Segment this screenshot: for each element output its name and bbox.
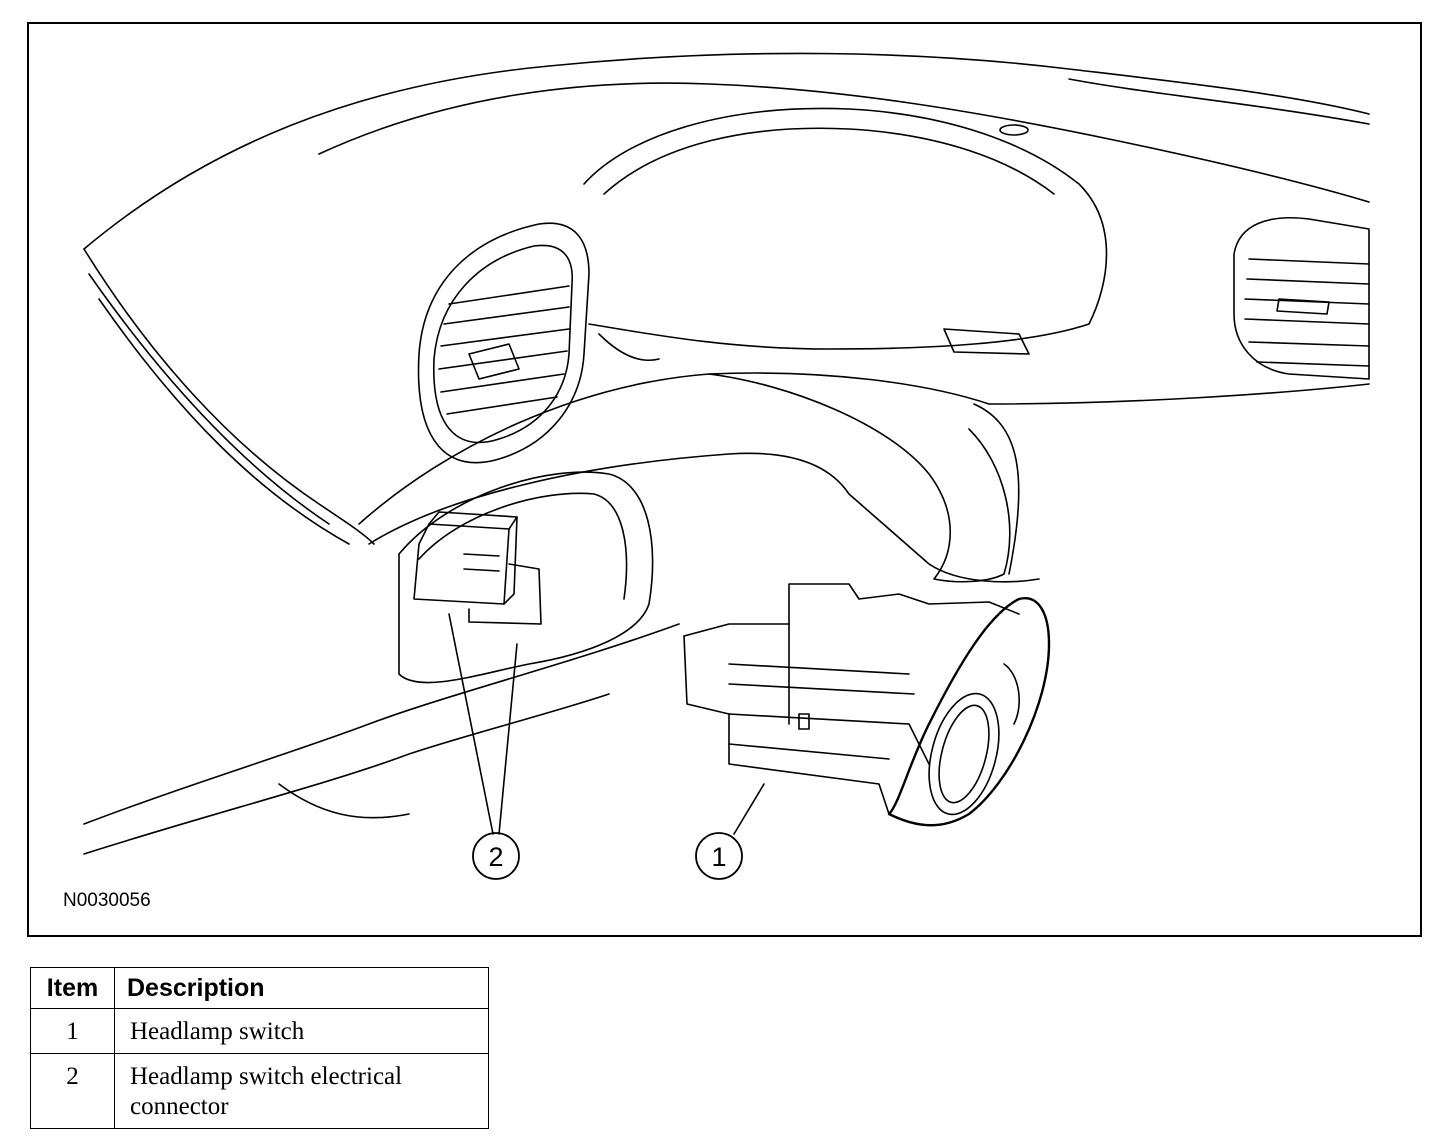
dash-top-outline bbox=[83, 52, 1370, 250]
defrost-button bbox=[943, 328, 1030, 355]
row-item-number: 1 bbox=[30, 1008, 115, 1054]
dash-top-inner bbox=[318, 82, 1370, 203]
dash-seam bbox=[598, 333, 660, 361]
row-description: Headlamp switch bbox=[114, 1008, 489, 1054]
switch-bezel bbox=[887, 597, 1051, 827]
callout-1: 1 bbox=[711, 842, 726, 872]
legend-table: Item Description 1 Headlamp switch 2 Hea… bbox=[30, 967, 489, 1129]
a-pillar-inner bbox=[88, 273, 330, 525]
left-vent-inner bbox=[433, 244, 574, 444]
right-vent-louvers bbox=[1244, 258, 1370, 367]
switch-opening bbox=[398, 471, 654, 684]
table-row: 1 Headlamp switch bbox=[30, 1008, 489, 1054]
cluster-hood-inner bbox=[603, 127, 1055, 195]
dash-lower-panel bbox=[368, 452, 1040, 583]
dash-bottom-sweep-2 bbox=[83, 693, 610, 855]
column-shroud bbox=[708, 373, 1011, 583]
switch-knob bbox=[928, 692, 1000, 816]
row-description: Headlamp switch electrical connector bbox=[114, 1053, 489, 1129]
figure-id-label: N0030056 bbox=[63, 890, 151, 911]
electrical-connector bbox=[413, 511, 542, 625]
headlamp-switch bbox=[683, 583, 1051, 827]
callout-circle-2 bbox=[472, 832, 520, 880]
dash-upper-crease bbox=[1068, 78, 1370, 125]
header-description: Description bbox=[114, 967, 489, 1009]
cluster-hood bbox=[583, 107, 1108, 350]
dash-mid-line bbox=[358, 372, 1370, 525]
a-pillar-trim bbox=[98, 298, 350, 545]
dash-bottom-sweep bbox=[83, 623, 680, 825]
dash-bottom-trim bbox=[278, 783, 410, 819]
callout-2: 2 bbox=[488, 842, 503, 872]
leader-lines bbox=[448, 613, 765, 835]
right-vent-bezel bbox=[1233, 216, 1370, 380]
legend-header-row: Item Description bbox=[30, 967, 489, 1009]
left-vent-louvers bbox=[438, 285, 570, 415]
column-shroud-edge bbox=[973, 403, 1020, 575]
switch-opening-inner bbox=[418, 492, 628, 600]
leader-1 bbox=[733, 783, 765, 835]
leader-2b bbox=[498, 643, 518, 835]
table-row: 2 Headlamp switch electrical connector bbox=[30, 1053, 489, 1129]
dash-sensor bbox=[999, 124, 1029, 136]
header-item: Item bbox=[30, 967, 115, 1009]
a-pillar-outer bbox=[83, 248, 375, 545]
diagram-frame: 2 1 N0030056 bbox=[27, 22, 1422, 937]
row-item-number: 2 bbox=[30, 1053, 115, 1129]
leader-2a bbox=[448, 613, 494, 835]
callout-circle-1 bbox=[695, 832, 743, 880]
dashboard-illustration: 2 1 bbox=[83, 52, 1370, 880]
left-vent-bezel bbox=[417, 222, 590, 464]
